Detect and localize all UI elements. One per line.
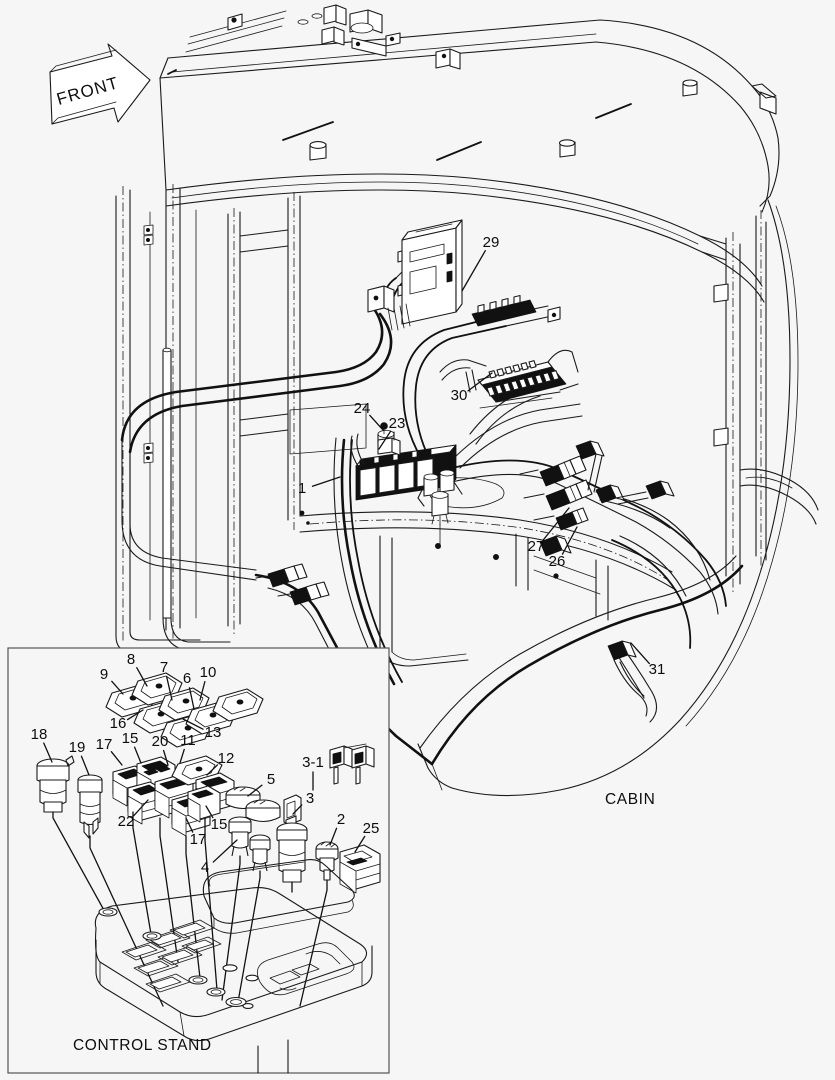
- inline-connectors-left: [255, 563, 330, 606]
- callout-label-17: 17: [96, 736, 113, 753]
- callout-label-22: 22: [118, 813, 135, 830]
- callout-leader-line: [133, 746, 142, 764]
- callout-label-29: 29: [483, 234, 500, 251]
- callout-leader-line: [461, 250, 486, 292]
- callout-label-31: 31: [649, 661, 666, 678]
- callout-label-1: 1: [298, 480, 306, 497]
- callout-label-16: 16: [110, 715, 127, 732]
- callout-leader-line: [179, 748, 185, 764]
- callout-label-15: 15: [122, 730, 139, 747]
- cabin-caption: CABIN: [605, 791, 655, 808]
- part-25-rocker-switch: [339, 844, 381, 894]
- callout-leader-line: [329, 827, 338, 846]
- part-3-1-fuses: [329, 743, 375, 785]
- callout-label-6: 6: [183, 670, 191, 687]
- callout-label-10: 10: [200, 664, 217, 681]
- control-switch-block-cluster: [112, 755, 235, 991]
- part-4-sockets: [221, 816, 271, 1003]
- callout-leader-line: [126, 709, 144, 721]
- callout-leader-line: [212, 839, 238, 863]
- callout-label-19: 19: [69, 739, 86, 756]
- callout-leader-line: [206, 764, 219, 776]
- callout-label-30: 30: [451, 387, 468, 404]
- callout-leader-line: [188, 687, 195, 710]
- callout-leader-line: [205, 805, 214, 819]
- callout-leader-line: [185, 817, 194, 833]
- callout-leader-line: [369, 414, 384, 431]
- part-5-knobs: [225, 786, 281, 823]
- callout-leader-line: [378, 430, 392, 450]
- callout-label-11: 11: [180, 732, 196, 749]
- cabin-right-pillar: [699, 210, 819, 592]
- callout-label-3: 3: [306, 790, 314, 807]
- callout-leader-line: [311, 476, 341, 487]
- callout-label-7: 7: [160, 659, 168, 676]
- harness-grommet-31: [607, 640, 648, 717]
- callout-leader-line: [136, 667, 148, 687]
- callout-label-9: 9: [100, 666, 108, 683]
- callout-leader-line: [542, 507, 570, 541]
- callout-label-3-1: 3-1: [302, 754, 324, 771]
- callout-label-26: 26: [549, 553, 566, 570]
- callout-leader-line: [354, 835, 366, 853]
- callout-label-8: 8: [127, 651, 135, 668]
- callout-leader-line: [630, 642, 651, 665]
- bullet-connectors-26-27: [519, 440, 675, 557]
- callout-label-4: 4: [201, 859, 209, 876]
- part-18-socket: [36, 755, 106, 913]
- front-arrow: FRONT: [49, 43, 151, 125]
- relay-fuse-block-23: [350, 422, 463, 526]
- callout-leader-line: [561, 526, 578, 555]
- cabin-floor-deck: [299, 477, 677, 667]
- callout-label-27: 27: [528, 538, 545, 555]
- callout-label-24: 24: [354, 400, 371, 417]
- terminal-strip-30: [439, 349, 579, 409]
- control-stand-inset-contents: 897610161318191715201112221715453-13225 …: [31, 651, 381, 1074]
- callout-label-20: 20: [152, 733, 169, 750]
- callout-leader-line: [111, 680, 124, 695]
- callout-leader-line: [182, 718, 204, 730]
- callout-leader-line: [467, 372, 493, 392]
- callout-label-25: 25: [363, 820, 380, 837]
- cabin-left-door-frame: [115, 184, 241, 653]
- callout-leader-line: [162, 749, 169, 766]
- callout-label-12: 12: [218, 750, 235, 767]
- callout-leader-line: [292, 804, 303, 815]
- callout-label-15b: 15: [211, 816, 228, 833]
- control-stand-caption: CONTROL STAND: [73, 1037, 212, 1054]
- callout-leader-line: [199, 680, 206, 701]
- callout-leader-line: [247, 784, 263, 797]
- callout-leader-line: [43, 742, 53, 763]
- part-2-knob: [299, 841, 339, 1007]
- harness-clip-strip: [471, 294, 561, 327]
- callout-label-17b: 17: [190, 831, 207, 848]
- cabin-front-structure: [239, 192, 367, 530]
- callout-label-18: 18: [31, 726, 48, 743]
- control-stand-console: [94, 859, 373, 1074]
- callout-leader-line: [166, 676, 173, 701]
- controller-unit-29: [367, 219, 463, 331]
- callout-label-2: 2: [337, 811, 345, 828]
- roof-mount-clips: [167, 4, 632, 161]
- callout-leader-line: [110, 751, 123, 766]
- callout-label-5: 5: [267, 771, 275, 788]
- cabin-roof: [159, 19, 780, 303]
- callout-leader-line: [133, 799, 149, 817]
- callout-leader-line: [80, 755, 90, 776]
- callout-label-23: 23: [389, 415, 406, 432]
- part-3-ignition-switch: [276, 794, 308, 893]
- callout-label-13: 13: [205, 724, 222, 741]
